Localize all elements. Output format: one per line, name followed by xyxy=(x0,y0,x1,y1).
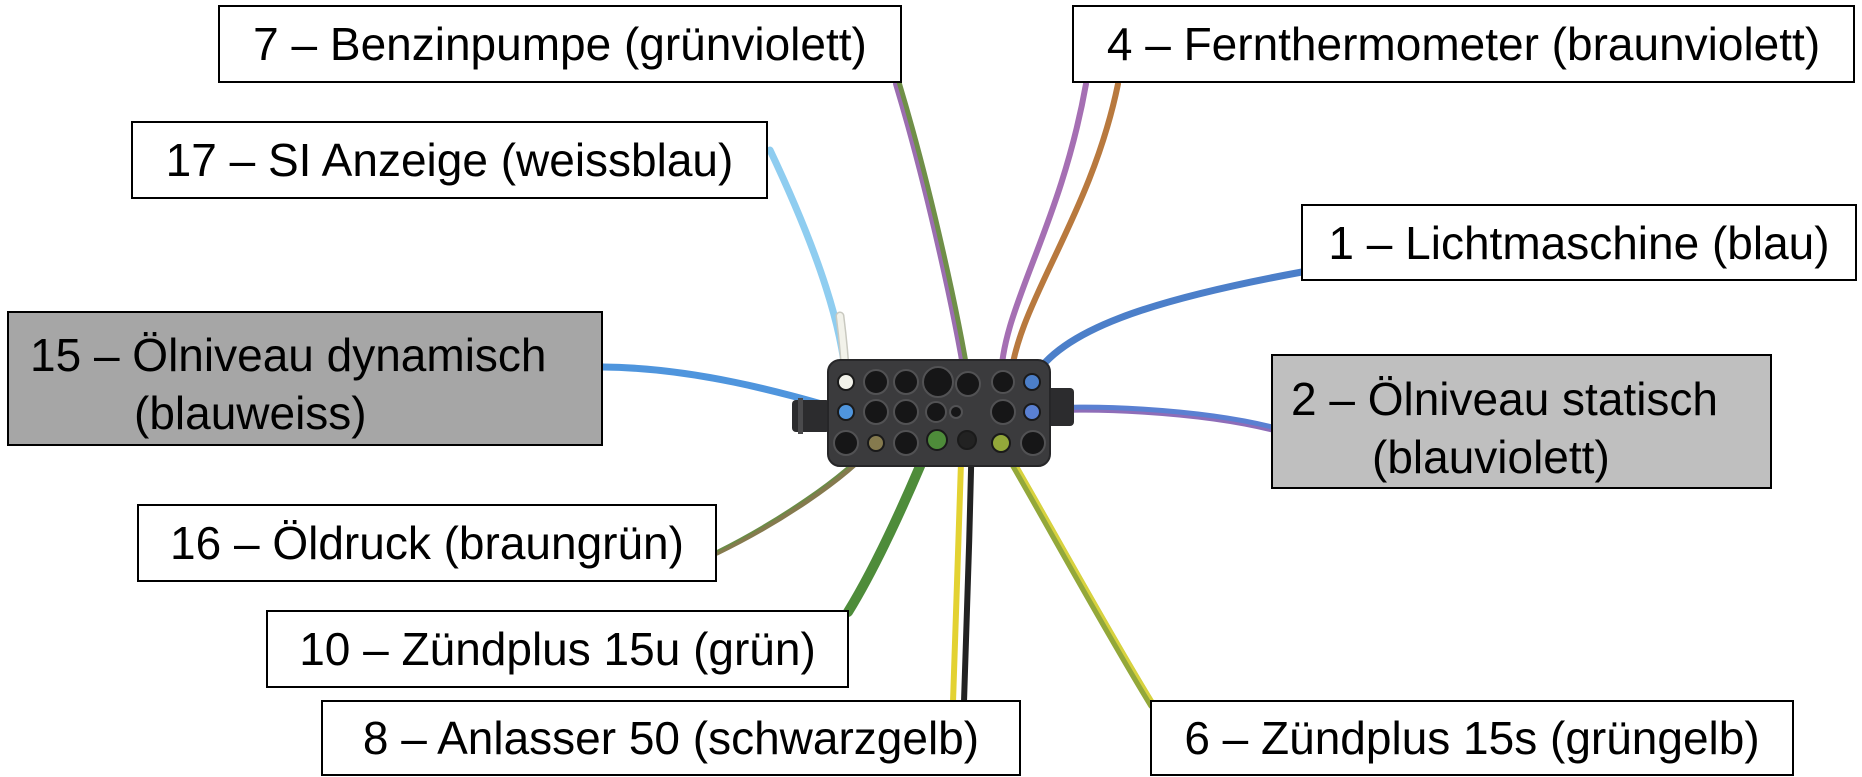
label-text: 6 – Zündplus 15s (grüngelb) xyxy=(1184,712,1760,764)
wire-ends xyxy=(837,373,1041,453)
label-fernthermometer: 4 – Fernthermometer (braunviolett) xyxy=(1072,5,1855,83)
connector-hole xyxy=(991,370,1015,394)
label-text-line-2: (blauviolett) xyxy=(1372,431,1610,483)
label-benzinpumpe: 7 – Benzinpumpe (grünviolett) xyxy=(218,5,902,83)
wire-si-anzeige-blue xyxy=(766,146,850,384)
label-lichtmaschine: 1 – Lichtmaschine (blau) xyxy=(1301,204,1857,281)
connector-left-tab xyxy=(792,400,830,432)
connector-left-tab-edge xyxy=(798,398,803,434)
connector-hole xyxy=(922,366,954,398)
wire-end-zuendplus-15u xyxy=(926,429,948,451)
wire-end-zuendplus-15s xyxy=(991,433,1011,453)
label-zuendplus-15u: 10 – Zündplus 15u (grün) xyxy=(266,610,849,688)
label-oelniveau-dynamisch: 15 – Ölniveau dynamisch (blauweiss) xyxy=(7,311,603,446)
wire-anlasser-yellow xyxy=(950,429,965,705)
wire-zuendplus-15s-yellow xyxy=(1002,441,1157,707)
wire-benzinpumpe-violet xyxy=(893,82,967,386)
connector-hole xyxy=(1020,430,1046,456)
connector-hole xyxy=(949,405,963,419)
wire-fernthermometer-violet xyxy=(997,81,1089,385)
connector-hole xyxy=(893,399,919,425)
label-text: 10 – Zündplus 15u (grün) xyxy=(299,623,816,675)
label-text: 16 – Öldruck (braungrün) xyxy=(170,517,684,569)
connector-hole xyxy=(925,401,947,423)
label-text: 17 – SI Anzeige (weissblau) xyxy=(165,134,734,186)
label-oelniveau-statisch: 2 – Ölniveau statisch (blauviolett) xyxy=(1271,354,1772,489)
connector-hole xyxy=(990,399,1016,425)
wire-fernthermometer-brown xyxy=(1007,81,1121,387)
label-text: 7 – Benzinpumpe (grünviolett) xyxy=(253,18,867,70)
connector-hole xyxy=(955,371,981,397)
connector-hole xyxy=(833,430,859,456)
label-text-line-1: 2 – Ölniveau statisch xyxy=(1291,373,1719,425)
wire-end-oelniveau-statisch xyxy=(1023,403,1041,421)
connector-hole xyxy=(893,430,919,456)
connector-hole xyxy=(863,399,889,425)
label-anlasser-50: 8 – Anlasser 50 (schwarzgelb) xyxy=(321,700,1021,776)
wire-zuendplus-15s-green xyxy=(997,439,1156,709)
wire-benzinpumpe-green xyxy=(894,80,972,388)
wire-end-lichtmaschine xyxy=(1023,373,1041,391)
label-text: 1 – Lichtmaschine (blau) xyxy=(1328,216,1830,269)
label-si-anzeige: 17 – SI Anzeige (weissblau) xyxy=(131,121,768,199)
label-text-line-1: 15 – Ölniveau dynamisch xyxy=(30,329,547,381)
wire-lichtmaschine xyxy=(1028,268,1306,384)
wire-end-si-anzeige xyxy=(837,373,855,391)
label-text: 8 – Anlasser 50 (schwarzgelb) xyxy=(362,712,980,764)
connector xyxy=(792,359,1074,467)
connector-hole xyxy=(863,369,889,395)
wire-end-anlasser xyxy=(957,430,977,450)
label-text-line-2: (blauweiss) xyxy=(134,387,367,439)
wire-end-oelniveau-dynamisch xyxy=(837,403,855,421)
label-zuendplus-15s: 6 – Zündplus 15s (grüngelb) xyxy=(1150,700,1794,776)
connector-right-tab xyxy=(1046,388,1074,426)
label-oeldruck: 16 – Öldruck (braungrün) xyxy=(137,504,717,582)
label-text: 4 – Fernthermometer (braunviolett) xyxy=(1106,18,1821,70)
wire-anlasser-black xyxy=(961,429,975,705)
wire-end-oeldruck xyxy=(867,434,885,452)
connector-hole xyxy=(893,369,919,395)
connector-holes xyxy=(833,366,1046,456)
